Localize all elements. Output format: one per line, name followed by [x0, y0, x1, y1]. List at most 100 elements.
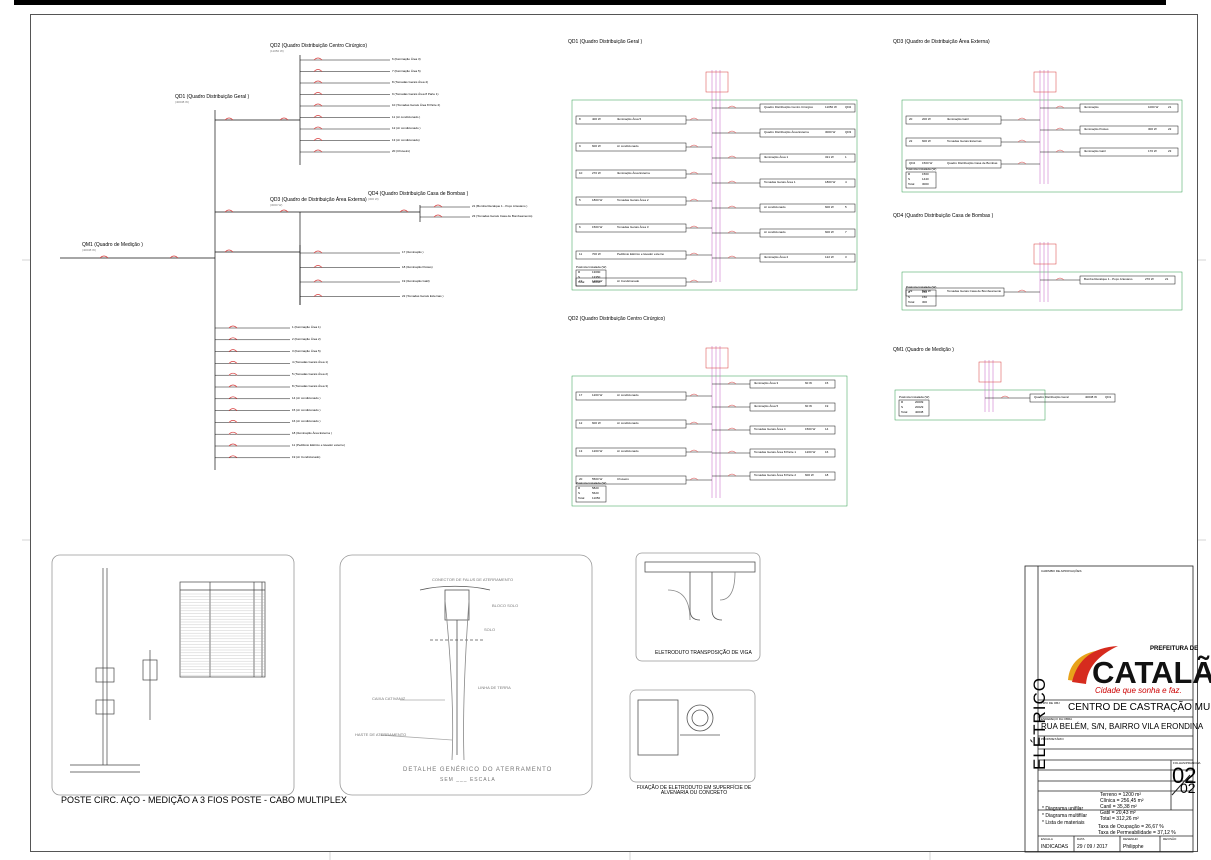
qm1-right-id-0: QD1 [1105, 395, 1112, 399]
qd2-left-n-0: 17 [579, 393, 583, 397]
qd2-left-w-2: 1200 W [592, 449, 603, 453]
qd1-left-n-4: 6 [579, 225, 581, 229]
qm1-title: QM1 (Quadro de Medição ) [82, 242, 143, 248]
qd3-title: QD3 (Quadro de Distribuição Área Externa… [270, 197, 367, 203]
qm1-pot-v-0: 20009 [915, 400, 924, 404]
qd2-right-label-0: Iluminação Área 3 [754, 381, 779, 385]
qd4-right-id-0: 21 [1165, 277, 1169, 281]
qd3-right-id-0: 21 [1168, 105, 1172, 109]
qd1-pot-v-0: 13090 [592, 270, 601, 274]
fixacao-detail-box [629, 689, 756, 783]
qd2-left-label-2: Ar condicionado [617, 449, 639, 453]
mf-qd3-title: QD3 (Quadro de Distribuição Área Externa… [893, 39, 990, 45]
disciplina: ELÉTRICO [1030, 676, 1049, 770]
uni-qd2-circuit-1: 7 (Iluminação Área 5) [392, 68, 421, 73]
top-border-bar [14, 0, 1166, 5]
ground-detail-box [339, 554, 593, 796]
qd1-left-n-1: 9 [579, 144, 581, 148]
qd3-pot-k-0: R [908, 172, 911, 176]
qd1-left-n-3: 5 [579, 198, 581, 202]
qd1-left-n-6: 19 [579, 279, 583, 283]
qd1-right-w-3: 1800 W [825, 180, 836, 184]
qd4-left-n-0: 23 [909, 289, 913, 293]
qd2-right-label-4: Tomadas Gerais Área 8 Parte 2 [754, 473, 797, 477]
qd3-right-id-2: 23 [1168, 149, 1172, 153]
folha-total: 02 [1180, 780, 1196, 796]
qd1-left-w-3: 1800 W [592, 198, 603, 202]
uni-qd1-circuit-10: 11 (Pedilúvio Elétrico e lavador externo… [292, 443, 345, 447]
uni-qd1-circuit-1: 2 (Iluminação Área 2) [292, 336, 321, 341]
qd2-left-label-0: Ar condicionado [617, 393, 639, 397]
qm1-right-label-0: Quadro Distribuição Geral [1034, 395, 1069, 399]
qd2-pot-k-1: S [578, 491, 581, 495]
uni-qd3-circuit-1: 18 (Iluminação Postes) [402, 264, 433, 269]
qd3-right-w-2: 170 W [1148, 149, 1157, 153]
qd3-left-n-2: QD4 [909, 161, 916, 165]
fixacao-title: FIXAÇÃO DE ELETRODUTO EM SUPERFÍCIE DE A… [636, 785, 752, 796]
folha-num: 02 [1172, 763, 1197, 788]
qd3-pot-v-2: 3000 [922, 182, 929, 186]
data-label: DATA [1077, 837, 1085, 841]
uni-qd3-circuit-3: 22 (Tomadas Gerais Externas ) [402, 293, 444, 298]
uni-qd2-circuit-6: 12 (Ar condicionado ) [392, 126, 421, 130]
ground-label-5: HASTE DE ATERRAMENTO [355, 732, 407, 737]
qd2-title: QD2 (Quadro Distribuição Centro Cirúrgic… [270, 43, 367, 49]
qd3-left-label-2: Quadro Distribuição Casa de Bombas [947, 161, 998, 165]
uni-qd1-circuit-6: 14 (Ar condicionado ) [292, 395, 321, 400]
uni-qd1-circuit-2: 3 (Iluminação Área 5) [292, 348, 321, 353]
qd2-pot-v-1: 5620 [592, 491, 599, 495]
qd3-left-n-1: 22 [909, 139, 913, 143]
qd3-pot-v-1: 1440 [922, 177, 929, 181]
qd1-left-w-6: 1200 W [592, 279, 603, 283]
folhas-label: FOLHAS/PRANCHA [1173, 761, 1201, 765]
qd3-left-n-0: 20 [909, 117, 913, 121]
qm1-sub: (40038 W) [82, 248, 97, 252]
uni-qd2-circuit-0: 6 (Iluminação Área 3) [392, 57, 421, 61]
qd1-left-w-1: 600 W [592, 144, 601, 148]
ground-label-2: SOLO [484, 627, 496, 632]
uni-qd2-circuit-4: 10 (Tomadas Gerais Área 8 Parte 2) [392, 103, 441, 107]
qd2-right-id-2: 14 [825, 427, 829, 431]
carimbo-label: CARIMBO DE APROVAÇÕES [1041, 569, 1082, 573]
qd2-right-w-4: 600 W [805, 473, 814, 477]
qd3-left-w-1: 600 W [922, 139, 931, 143]
qd3-left-w-0: 200 W [922, 117, 931, 121]
tipo-label: TIPO DE OBJ [1041, 701, 1060, 705]
revisao-label: REVISÃO [1163, 837, 1177, 841]
qd2-right-label-1: Iluminação Área 5 [754, 404, 779, 408]
qd1-right-label-1: Quadro Distribuição Área Externa [764, 130, 809, 134]
qd4-left-label-0: Tomadas Gerais Casa de Bombeamento [947, 289, 1002, 293]
qd1-right-id-4: 5 [845, 205, 847, 209]
qd2-left-n-1: 12 [579, 421, 583, 425]
qd1-left-w-2: 270 W [592, 171, 601, 175]
uni-qd1-circuit-5: 8 (Tomadas Gerais Área 3) [292, 384, 329, 388]
qd3-right-w-0: 1000 W [1148, 105, 1159, 109]
qd4-pot-k-2: Total [908, 300, 915, 304]
uni-qd1-circuit-8: 16 (Ar condicionado ) [292, 419, 321, 424]
qm1-pot-v-1: 20029 [915, 405, 924, 409]
qd1-right-id-6: 3 [845, 255, 847, 259]
poste-title: POSTE CIRC. AÇO - MEDIÇÃO A 3 FIOS POSTE… [61, 795, 347, 805]
endereco-label: ENDEREÇO DA OBRA [1041, 717, 1073, 721]
logo-pref: PREFEITURA DE [1150, 646, 1199, 652]
uni-qd1-circuit-4: 5 (Tomadas Gerais Área 2) [292, 372, 329, 377]
qd1-right-id-2: 1 [845, 155, 847, 159]
ground-sub: SEM ___ ESCALA [440, 777, 496, 783]
qd1-pot-k-0: R [578, 270, 581, 274]
title-block [1024, 565, 1194, 853]
qd1-pot-k-1: S [578, 275, 581, 279]
qd1-right-label-4: Ar condicionado [764, 205, 786, 209]
qd2-sub: (11050 W) [270, 49, 284, 53]
uni-qd3-circuit-2: 19 (Iluminação Gatil) [402, 279, 430, 283]
conteudo-0: * Diagrama unifilar [1042, 806, 1084, 812]
qd1-left-label-3: Tomadas Gerais Área 2 [617, 198, 649, 202]
logo-slogan: Cidade que sonha e faz. [1095, 686, 1182, 695]
qd2-left-label-1: Ar condicionado [617, 421, 639, 425]
mf-qd2-title: QD2 (Quadro Distribuição Centro Cirúrgic… [568, 316, 665, 322]
mf-qd4-title: QD4 (Quadro Distribuição Casa de Bombas … [893, 213, 994, 219]
qd3-right-label-1: Iluminação Postes [1084, 127, 1109, 131]
qd3-right-w-1: 300 W [1148, 127, 1157, 131]
qd3-left-label-1: Tomadas Gerais Externas [947, 139, 982, 143]
area-3: Gatil = 20,43 m² [1100, 810, 1136, 816]
qd2-pot-title: Potência Instalada (W) [576, 481, 607, 485]
